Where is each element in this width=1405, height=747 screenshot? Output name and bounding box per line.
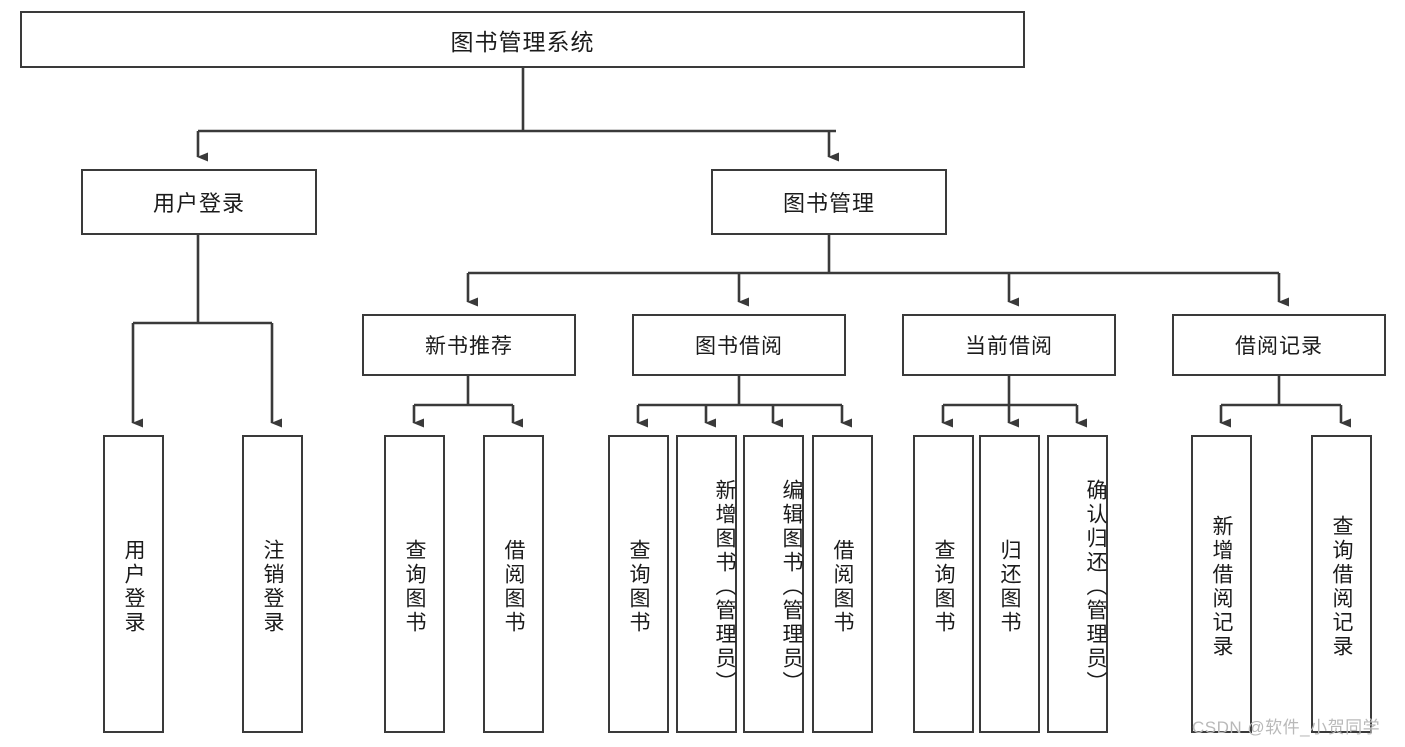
node-label: 图书管理系统 bbox=[450, 28, 595, 55]
node-leaf-add-borrow-record[interactable]: 新增借阅记录 bbox=[1191, 435, 1252, 733]
node-leaf-borrow-book-rec[interactable]: 借阅图书 bbox=[483, 435, 544, 733]
node-l3-book-borrow[interactable]: 图书借阅 bbox=[632, 314, 846, 376]
node-label: 查询图书 bbox=[403, 539, 426, 635]
node-leaf-borrow-book[interactable]: 借阅图书 bbox=[812, 435, 873, 733]
node-label: 查询借阅记录 bbox=[1330, 515, 1353, 659]
node-label: 新增借阅记录 bbox=[1210, 515, 1233, 659]
node-label: 借阅图书 bbox=[831, 539, 854, 635]
node-l3-new-book-recommendation[interactable]: 新书推荐 bbox=[362, 314, 576, 376]
node-leaf-user-login[interactable]: 用户登录 bbox=[103, 435, 164, 733]
node-label: 图书借阅 bbox=[695, 335, 783, 358]
node-leaf-confirm-return-admin[interactable]: 确认归还（管理员） bbox=[1047, 435, 1108, 733]
node-l3-current-borrow[interactable]: 当前借阅 bbox=[902, 314, 1116, 376]
node-label: 查询图书 bbox=[932, 539, 955, 635]
node-label: 注销登录 bbox=[261, 539, 284, 635]
node-leaf-edit-book-admin[interactable]: 编辑图书（管理员） bbox=[743, 435, 804, 733]
node-leaf-query-book-borrow[interactable]: 查询图书 bbox=[608, 435, 669, 733]
node-label: 编辑图书（管理员） bbox=[780, 479, 803, 695]
node-label: 图书管理 bbox=[782, 191, 875, 216]
node-leaf-logout[interactable]: 注销登录 bbox=[242, 435, 303, 733]
node-label: 新增图书（管理员） bbox=[713, 479, 736, 695]
node-label: 查询图书 bbox=[627, 539, 650, 635]
node-label: 用户登录 bbox=[122, 539, 145, 635]
node-root-book-management-system[interactable]: 图书管理系统 bbox=[20, 11, 1025, 68]
node-leaf-add-book-admin[interactable]: 新增图书（管理员） bbox=[676, 435, 737, 733]
node-label: 当前借阅 bbox=[965, 335, 1053, 358]
watermark-csdn: CSDN @软件_小贺同学 bbox=[1192, 718, 1381, 737]
node-leaf-return-book[interactable]: 归还图书 bbox=[979, 435, 1040, 733]
node-label: 归还图书 bbox=[998, 539, 1021, 635]
node-label: 借阅记录 bbox=[1235, 335, 1323, 358]
node-label: 确认归还（管理员） bbox=[1084, 479, 1107, 695]
node-l2-book-management[interactable]: 图书管理 bbox=[711, 169, 947, 235]
node-label: 新书推荐 bbox=[425, 335, 513, 358]
node-l3-borrow-records[interactable]: 借阅记录 bbox=[1172, 314, 1386, 376]
node-leaf-query-borrow-record[interactable]: 查询借阅记录 bbox=[1311, 435, 1372, 733]
node-label: 借阅图书 bbox=[502, 539, 525, 635]
node-l2-user-login[interactable]: 用户登录 bbox=[81, 169, 317, 235]
node-label: 用户登录 bbox=[152, 191, 245, 216]
node-leaf-query-book-rec[interactable]: 查询图书 bbox=[384, 435, 445, 733]
node-leaf-query-book-current[interactable]: 查询图书 bbox=[913, 435, 974, 733]
